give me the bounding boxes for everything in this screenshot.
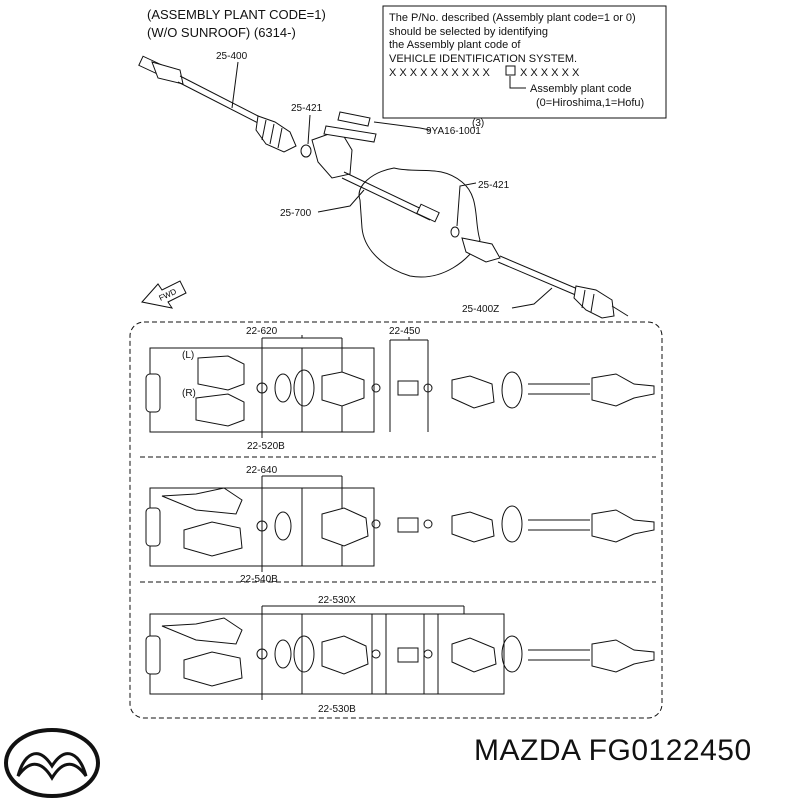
drive-shaft-assembly: FWD 25-400 25-421 (3) 9YA16-1001 25-421 … [138, 51, 629, 319]
mazda-logo-icon [4, 728, 100, 798]
callout-25-421-left: 25-421 [291, 103, 323, 114]
callout-25-700: 25-700 [280, 208, 312, 219]
brand-part-number: MAZDA FG0122450 [474, 734, 752, 767]
vin-pattern-left: X X X X X X X X X X [389, 67, 491, 79]
repair-kits-frame [129, 321, 663, 719]
callout-25-400z: 25-400Z [462, 304, 499, 315]
note-line-2: should be selected by identifying [389, 26, 548, 38]
plant-code-square [505, 65, 516, 76]
outer-joint-right-icon [195, 393, 245, 427]
boot-icon [321, 371, 365, 407]
plant-code-values: (0=Hiroshima,1=Hofu) [536, 97, 644, 109]
inner-boot-icon [451, 375, 495, 409]
callout-9ya16-1001: 9YA16-1001 [426, 126, 481, 137]
kit-row-1: 22-620 22-450 22-520B (L) (R) [145, 326, 655, 452]
callout-25-400: 25-400 [216, 51, 248, 62]
kit-1-bottom-label: 22-520B [247, 441, 285, 452]
header-line-2: (W/O SUNROOF) (6314-) [147, 25, 296, 40]
kit-3-top-label: 22-530X [318, 595, 356, 606]
left-circlip [300, 144, 312, 158]
note-line-1: The P/No. described (Assembly plant code… [389, 12, 636, 24]
header-line-1: (ASSEMBLY PLANT CODE=1) [147, 7, 326, 22]
right-circlip [450, 226, 460, 238]
kit-1-top-label: 22-620 [246, 326, 278, 337]
kit-1-left-label: (L) [182, 350, 194, 361]
plant-code-label: Assembly plant code [530, 83, 632, 95]
callout-25-421-right: 25-421 [478, 180, 510, 191]
shaft-end-icon [591, 373, 655, 407]
fwd-arrow-icon: FWD [141, 280, 187, 309]
intermediate-shaft [341, 171, 440, 223]
right-drive-shaft [461, 237, 629, 319]
outer-joint-left-icon [197, 355, 245, 391]
note-line-3: the Assembly plant code of [389, 39, 521, 51]
vin-pattern-right: X X X X X X [520, 67, 580, 79]
callout-bolt-qty: (3) [472, 118, 484, 129]
kit-2-top-label: 22-640 [246, 465, 278, 476]
note-line-4: VEHICLE IDENTIFICATION SYSTEM. [389, 53, 577, 65]
grease-tube-icon [145, 373, 161, 413]
plant-code-note: The P/No. described (Assembly plant code… [382, 5, 667, 119]
left-drive-shaft [138, 55, 297, 153]
transaxle-outline [358, 167, 481, 278]
kit-row-2: 22-640 22-540B [145, 465, 655, 585]
kit-1-right-label: (R) [182, 388, 196, 399]
kit-3-bottom-label: 22-530B [318, 704, 356, 715]
note-box-frame [382, 5, 667, 119]
kit-1-top2-label: 22-450 [389, 326, 421, 337]
kit-2-bottom-label: 22-540B [240, 574, 278, 585]
bearing-bracket [311, 111, 421, 179]
kit-row-3: 22-530X 22-530B [145, 595, 655, 715]
